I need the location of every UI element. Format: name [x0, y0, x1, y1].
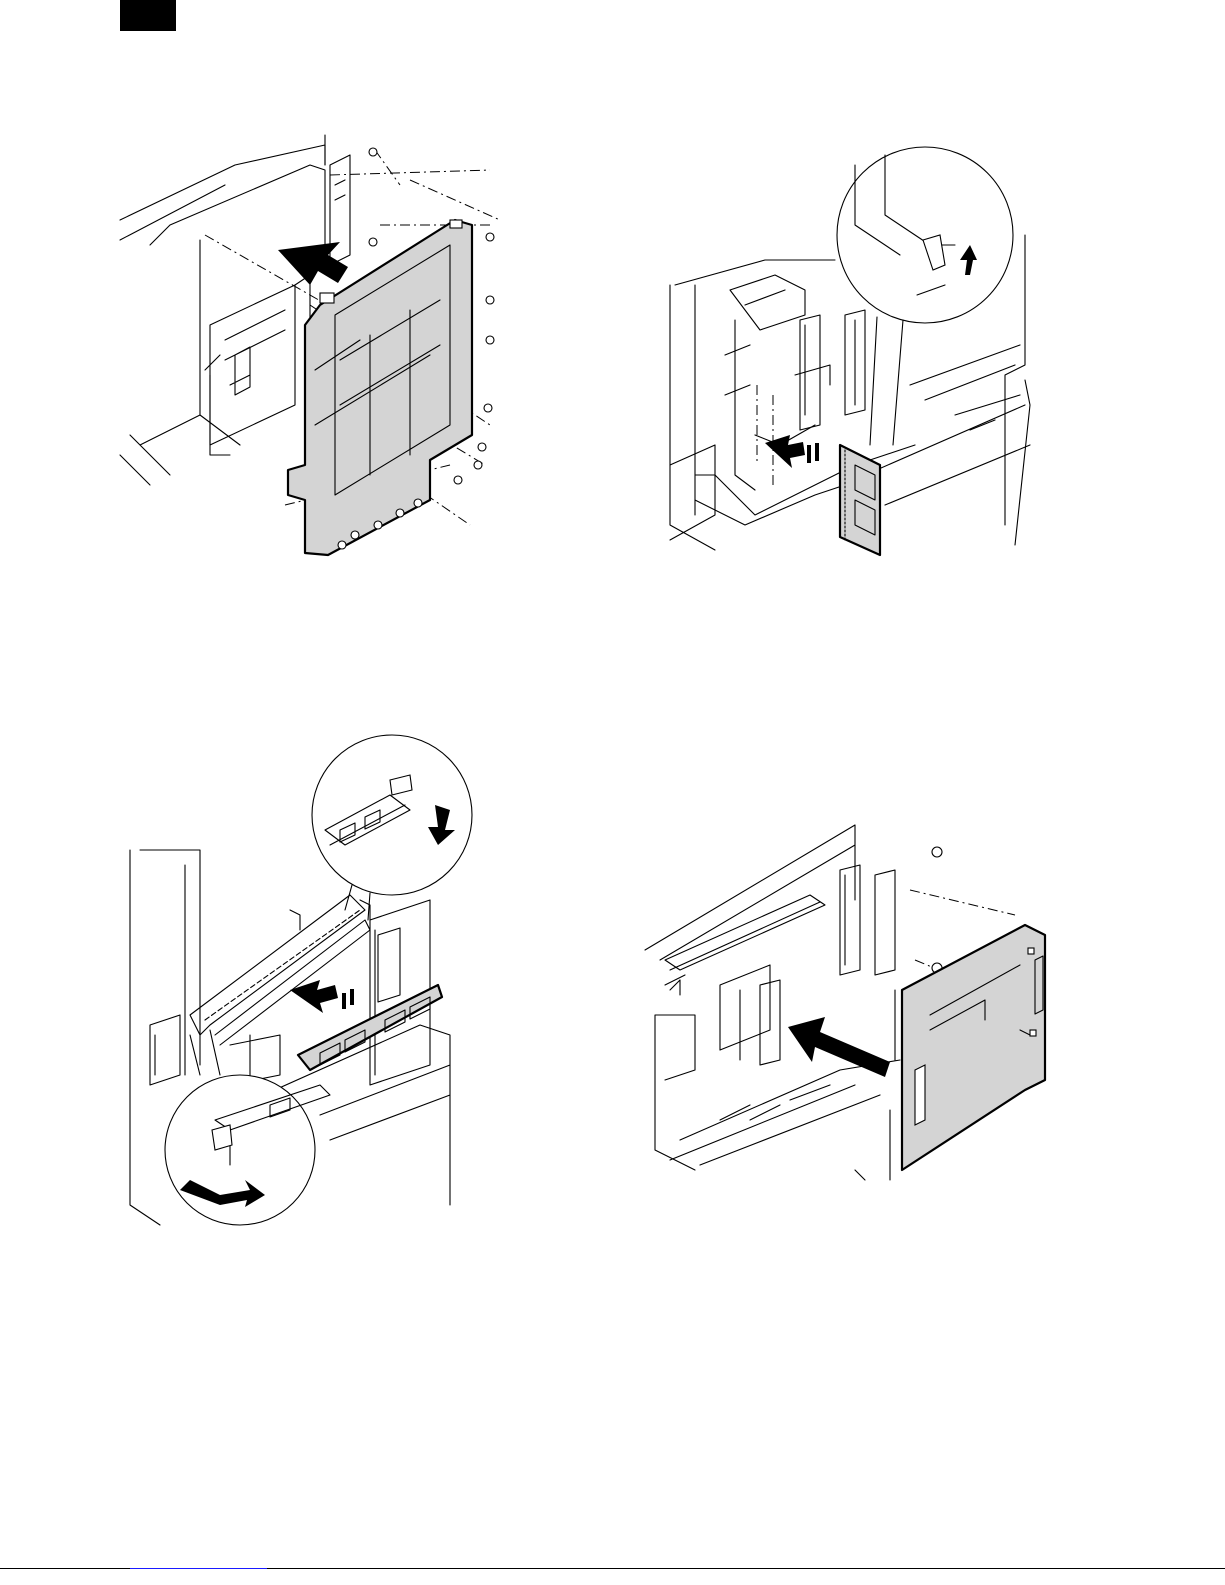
memory-module-insert-illustration — [655, 145, 1035, 555]
shield-plate-removal-illustration — [110, 125, 510, 565]
figure-memory-module-insert — [655, 145, 1035, 555]
screw-icon — [932, 847, 942, 973]
page-header-tab — [120, 0, 176, 31]
dimm-slot-insert-illustration — [120, 735, 480, 1235]
expansion-board-install-illustration — [640, 820, 1060, 1190]
figure-expansion-board-install — [640, 820, 1060, 1190]
figure-shield-plate-removal — [110, 125, 510, 565]
footer-link-underline[interactable] — [130, 1568, 267, 1569]
figure-dimm-slot-insert — [120, 735, 480, 1235]
